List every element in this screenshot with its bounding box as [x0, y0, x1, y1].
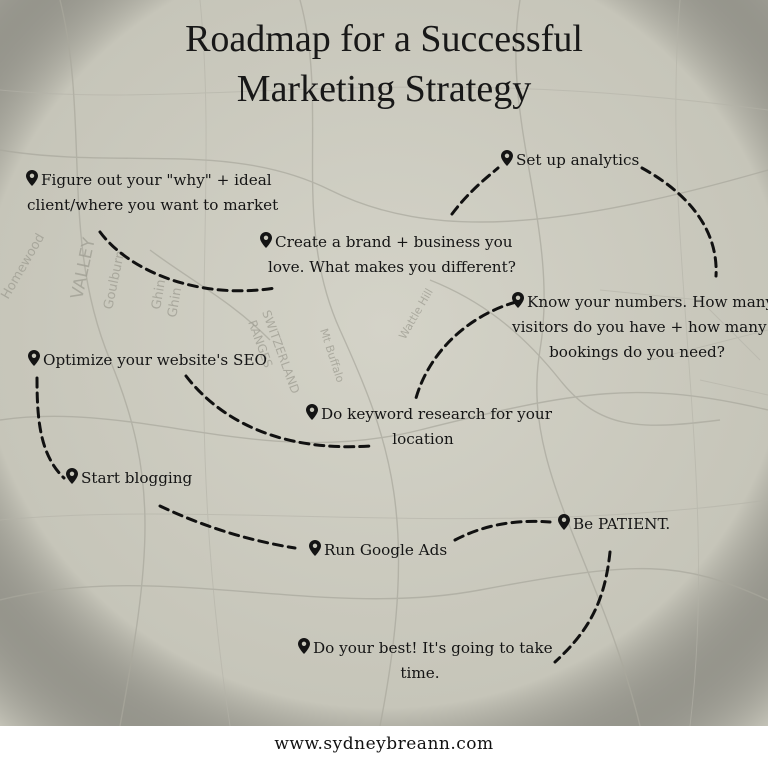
route-segment	[453, 519, 552, 542]
step-start-blogging: Start blogging	[66, 466, 192, 491]
step-text-line: time.	[400, 664, 440, 682]
page-title: Roadmap for a Successful Marketing Strat…	[84, 14, 684, 114]
step-text-line: client/where you want to market	[27, 196, 279, 214]
map-pin-icon	[26, 169, 38, 186]
map-pin-icon	[260, 231, 272, 248]
step-text-line: Start blogging	[81, 469, 193, 487]
map-pin-icon	[558, 513, 570, 530]
map-label-4: Ghin	[149, 278, 169, 310]
step-optimize-seo: Optimize your website's SEO	[28, 348, 267, 373]
step-run-google-ads: Run Google Ads	[309, 538, 447, 563]
step-know-numbers: Know your numbers. How many visitors do …	[512, 290, 768, 365]
map-pin-icon	[28, 349, 40, 366]
step-text-line: visitors do you have + how many	[512, 318, 767, 336]
step-text-line: Run Google Ads	[324, 541, 448, 559]
step-set-up-analytics: Set up analytics	[501, 148, 639, 173]
title-line-1: Roadmap for a Successful	[185, 18, 583, 60]
step-create-brand: Create a brand + business you love. What…	[260, 230, 516, 280]
step-text-line: Figure out your "why" + ideal	[41, 171, 272, 189]
step-text-line: Optimize your website's SEO	[43, 351, 267, 369]
step-text-line: love. What makes you different?	[268, 258, 516, 276]
map-label-5: Ghin	[165, 286, 185, 318]
step-text-line: Be PATIENT.	[573, 515, 671, 533]
website-url[interactable]: www.sydneybreann.com	[274, 734, 494, 754]
step-text-line: location	[392, 430, 454, 448]
footer: www.sydneybreann.com	[0, 726, 768, 768]
route-segment	[553, 550, 612, 664]
step-be-patient: Be PATIENT.	[558, 512, 670, 537]
map-pin-icon	[512, 291, 524, 308]
map-pin-icon	[309, 539, 321, 556]
map-pin-icon	[501, 149, 513, 166]
step-text-line: Know your numbers. How many	[527, 293, 768, 311]
map-pin-icon	[66, 467, 78, 484]
step-text-line: Do your best! It's going to take	[313, 639, 553, 657]
map-pin-icon	[298, 637, 310, 654]
route-segment	[184, 374, 372, 449]
route-segment	[414, 300, 518, 400]
route-segment	[450, 166, 500, 216]
route-segment	[640, 166, 718, 278]
step-text-line: Do keyword research for your	[321, 405, 552, 423]
title-line-2: Marketing Strategy	[236, 68, 532, 110]
route-segment	[35, 376, 66, 480]
step-do-your-best: Do your best! It's going to take time.	[298, 636, 553, 686]
step-text-line: Set up analytics	[516, 151, 640, 169]
step-text-line: Create a brand + business you	[275, 233, 513, 251]
route-segment	[98, 230, 277, 293]
step-keyword-research: Do keyword research for your location	[306, 402, 552, 452]
roadmap-poster: Homewood VALLEY Goulburn Ghin Ghin SWITZ…	[0, 0, 768, 726]
route-segment	[158, 504, 297, 550]
step-figure-out-why: Figure out your "why" + ideal client/whe…	[26, 168, 278, 218]
map-pin-icon	[306, 403, 318, 420]
map-background: Homewood VALLEY Goulburn Ghin Ghin SWITZ…	[0, 0, 768, 726]
step-text-line: bookings do you need?	[549, 343, 725, 361]
